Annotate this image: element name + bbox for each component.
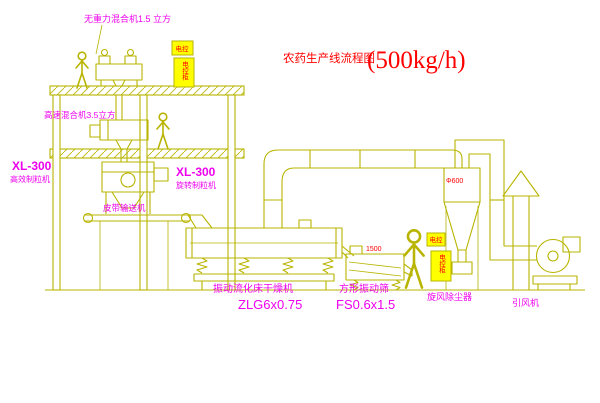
- control-panel-text: 电控: [176, 44, 190, 53]
- label-high-speed-mixer: 高速混合机3.5立方: [44, 110, 115, 120]
- dim-cyclone: Φ600: [446, 178, 463, 185]
- control-panel-box: [171, 40, 194, 56]
- label-screen-model: FS0.6x1.5: [336, 297, 395, 312]
- column-right: [227, 94, 236, 291]
- label-fan: 引风机: [512, 297, 539, 308]
- label-granulator-left-model: XL-300: [12, 159, 52, 173]
- drawing-title-capacity: (500kg/h): [367, 47, 466, 74]
- worker-figure-top: [75, 51, 89, 89]
- control-cabinet-right-text: 电控柜: [438, 253, 446, 275]
- control-panel-right-text: 电控: [430, 235, 444, 244]
- control-cabinet-top: 电控 电控柜: [171, 40, 195, 88]
- label-granulator-mid-model: XL-300: [176, 165, 216, 179]
- duct-cyclone-to-fan: [454, 139, 537, 261]
- worker-figure-ground: [403, 229, 425, 289]
- control-cabinet-box-right: [430, 250, 452, 282]
- fluid-bed-dryer: [185, 214, 343, 290]
- label-belt-conveyor: 皮带输送机: [103, 203, 146, 213]
- vibrating-screen: [341, 245, 413, 291]
- control-cabinet-box: [173, 57, 195, 88]
- floor-slab-top: [49, 85, 245, 96]
- label-dryer-model: ZLG6x0.75: [238, 297, 302, 312]
- label-granulator-left-name: 高效制粒机: [10, 174, 50, 184]
- drawing-title: 农药生产线流程图: [283, 51, 375, 65]
- duct-dryer-to-cyclone: [263, 149, 463, 228]
- cyclone-separator: [443, 167, 481, 290]
- control-panel-box-right: [426, 232, 446, 247]
- belt-conveyor: [82, 212, 192, 290]
- control-cabinet-text: 电控柜: [181, 60, 189, 82]
- worker-figure-mid: [156, 112, 170, 150]
- rotary-granulator: [101, 161, 169, 214]
- column-left: [52, 94, 61, 291]
- high-speed-mixer: [89, 119, 149, 162]
- gravity-free-mixer: [95, 24, 143, 120]
- label-cyclone: 旋风除尘器: [427, 291, 472, 302]
- exhaust-stack: [502, 170, 540, 290]
- label-dryer-name: 振动流化床干燥机: [213, 282, 293, 295]
- label-screen-name: 方形振动筛: [339, 282, 389, 295]
- label-granulator-mid-name: 旋转制粒机: [176, 180, 216, 190]
- label-gravity-mixer: 无重力混合机1.5 立方: [84, 13, 171, 24]
- control-cabinet-right: 电控 电控柜: [426, 232, 452, 282]
- induced-draft-fan: [532, 236, 581, 290]
- dim-screen: 1500: [366, 246, 382, 253]
